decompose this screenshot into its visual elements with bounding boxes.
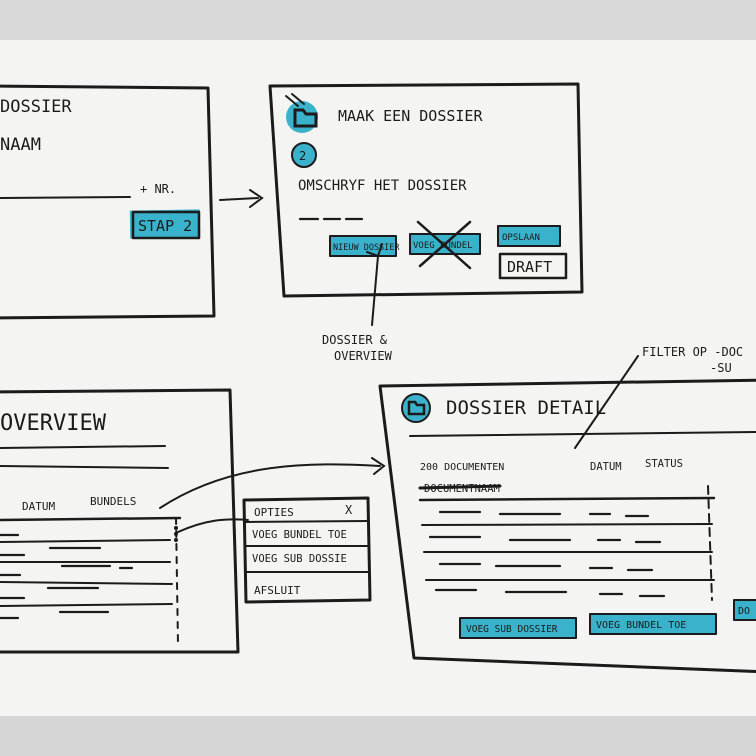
options-close-dossier[interactable]: AFSLUIT xyxy=(254,584,301,597)
detail-add-sub-dossier-button[interactable]: VOEG SUB DOSSIER xyxy=(466,624,558,635)
frame2-draft-button[interactable]: DRAFT xyxy=(507,258,552,276)
options-add-bundle[interactable]: VOEG BUNDEL TOE xyxy=(252,529,347,541)
filter-line1: FILTER OP -DOC xyxy=(642,345,743,359)
detail-cropped-button[interactable]: DO xyxy=(738,606,750,617)
frame2-step1-folder-icon xyxy=(293,108,318,128)
filter-line2: -SU xyxy=(710,361,732,375)
annotation-filter: FILTER OP -DOC -SU xyxy=(574,345,743,449)
detail-col-status: STATUS xyxy=(645,458,683,470)
frame1-field-note: + NR. xyxy=(140,182,176,196)
detail-title: DOSSIER DETAIL xyxy=(446,397,606,419)
options-menu: OPTIES X VOEG BUNDEL TOE VOEG SUB DOSSIE… xyxy=(242,496,372,604)
frame2-subtitle: OMSCHRYF HET DOSSIER xyxy=(298,178,467,194)
detail-count-label: 200 DOCUMENTEN xyxy=(420,462,504,473)
options-title: OPTIES xyxy=(254,506,294,519)
detail-folder-icon xyxy=(407,400,426,416)
arrow-overview-to-detail xyxy=(159,457,386,533)
frame-overview: OVERVIEW DATUM BUNDELS xyxy=(0,388,240,654)
options-close-button[interactable]: X xyxy=(345,503,353,517)
frame1-subtitle: NAAM xyxy=(0,135,41,155)
overview-col-date: DATUM xyxy=(22,500,55,513)
frame1-step2-button[interactable]: STAP 2 xyxy=(138,217,192,235)
arrow-step1-to-step2 xyxy=(219,189,264,208)
frame2-save-button[interactable]: OPSLAAN xyxy=(502,233,540,243)
annotation-line2: OVERVIEW xyxy=(334,349,393,363)
overview-title: OVERVIEW xyxy=(0,411,107,436)
frame-create-dossier-step2: MAAK EEN DOSSIER 2 OMSCHRYF HET DOSSIER … xyxy=(268,82,584,298)
options-add-sub-dossier[interactable]: VOEG SUB DOSSIE xyxy=(252,553,347,565)
frame2-title: MAAK EEN DOSSIER xyxy=(338,107,483,125)
detail-add-bundle-button[interactable]: VOEG BUNDEL TOE xyxy=(596,620,686,631)
detail-col-date: DATUM xyxy=(590,461,622,473)
frame2-step2-badge: 2 xyxy=(299,149,306,163)
frame2-new-dossier-button[interactable]: NIEUW DOSSIER xyxy=(333,243,400,253)
overview-col-bundles: BUNDELS xyxy=(90,495,136,508)
annotation-dossier-overview: DOSSIER & OVERVIEW xyxy=(322,243,393,363)
detail-col-docname: DOCUMENTNAAM xyxy=(424,483,500,495)
frame-dossier-detail: DOSSIER DETAIL 200 DOCUMENTEN DOCUMENTNA… xyxy=(378,378,756,673)
frame1-title: DOSSIER xyxy=(0,97,72,117)
frame-create-dossier-step1: DOSSIER NAAM + NR. STAP 2 xyxy=(0,84,216,320)
annotation-line1: DOSSIER & xyxy=(322,333,388,347)
